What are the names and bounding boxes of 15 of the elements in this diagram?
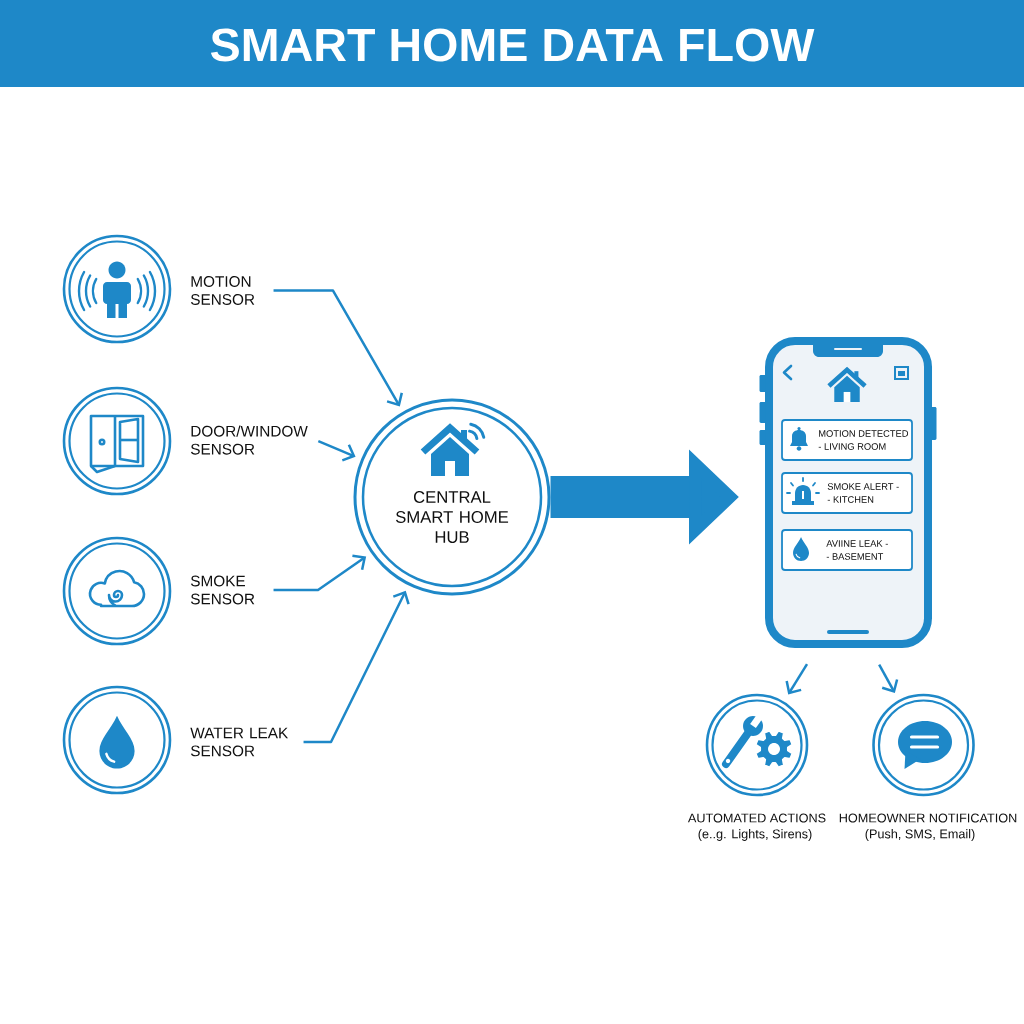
caption-text: (e..g. Lights, Sirens) [698,829,812,841]
arrow [317,440,356,462]
arrow [273,554,367,592]
title-banner: SMART HOME DATA FLOW [0,0,1024,87]
arrow [878,664,899,694]
sensor-label: WATER LEAK SENSOR [190,727,289,757]
sensor-label: SMOKE SENSOR [190,575,255,605]
arrow [785,663,809,695]
caption-text: (Push, SMS, Email) [865,829,975,841]
arrow [273,289,403,407]
sensor-label: MOTION SENSOR [190,276,255,305]
caption-heading: HOMEOWNER NOTIFICATION [839,813,1017,823]
arrow [303,590,410,744]
caption-heading: AUTOMATED ACTIONS [687,813,826,823]
sensor-label: DOOR/WINDOW SENSOR [190,425,308,455]
